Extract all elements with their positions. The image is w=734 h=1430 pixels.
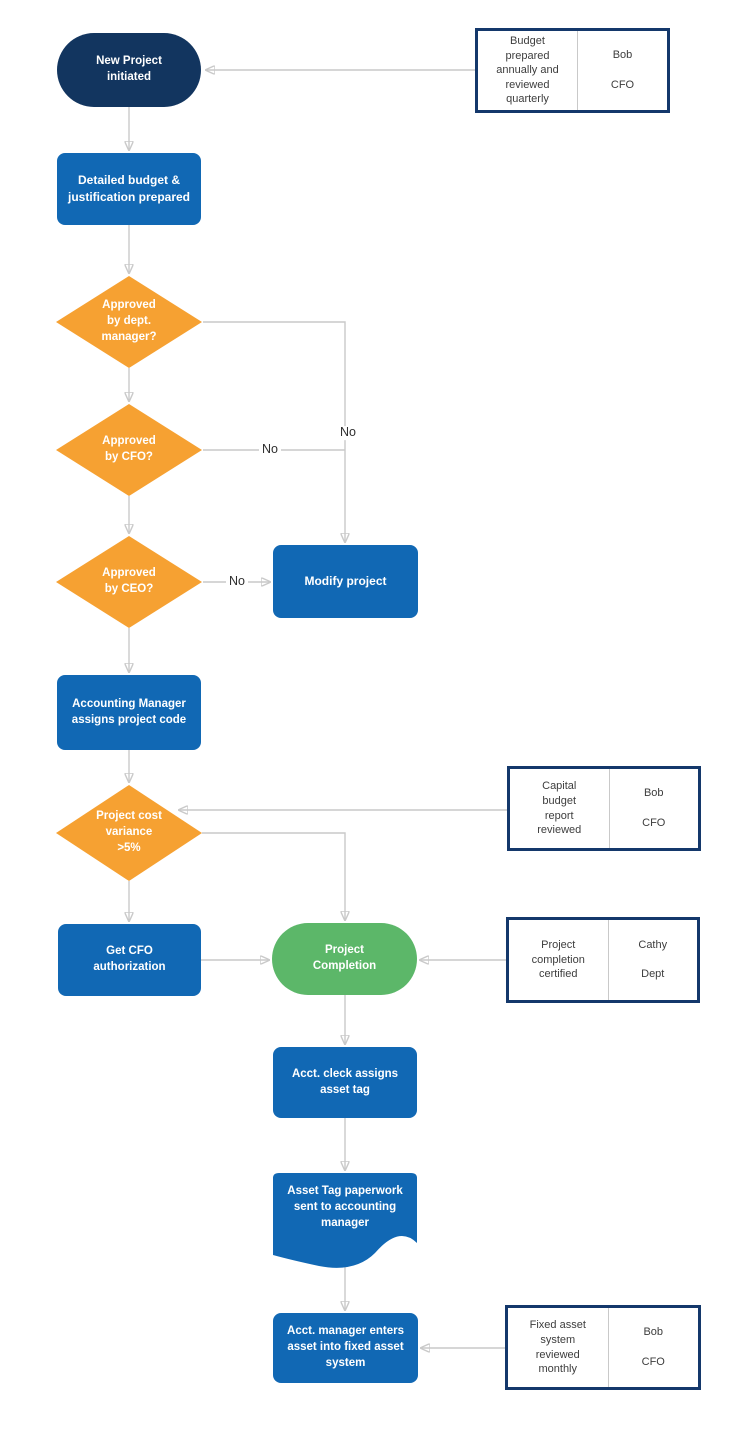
annotation-description: Fixed asset system reviewed monthly [508, 1308, 609, 1387]
annotation-person-role: CFO [642, 816, 666, 829]
node-approved-by-dept-manager: Approved by dept. manager? [56, 276, 202, 368]
annotation-person-role: Dept [641, 968, 665, 980]
annotation-description: Budget prepared annually and reviewed qu… [478, 31, 578, 110]
annotation-person-name: Bob [612, 49, 633, 62]
document-label: Asset Tag paperwork sent to accounting m… [287, 1185, 403, 1229]
annotation-capital-budget-report: Capital budget report reviewed Bob CFO [507, 766, 701, 851]
annotation-owner: Cathy Dept [609, 920, 698, 1000]
annotation-description: Project completion certified [509, 920, 609, 1000]
annotation-project-completion-certified: Project completion certified Cathy Dept [506, 917, 700, 1003]
node-modify-project: Modify project [273, 545, 418, 618]
annotation-owner: Bob CFO [610, 769, 699, 848]
annotation-person-role: CFO [641, 1355, 665, 1368]
annotation-person-name: Bob [643, 1326, 664, 1339]
node-asset-tag-paperwork-document: Asset Tag paperwork sent to accounting m… [273, 1173, 417, 1268]
node-approved-by-ceo: Approved by CEO? [56, 536, 202, 628]
annotation-fixed-asset-system: Fixed asset system reviewed monthly Bob … [505, 1305, 701, 1390]
node-project-completion: Project Completion [272, 923, 417, 995]
node-detailed-budget: Detailed budget & justification prepared [57, 153, 201, 225]
annotation-budget-prepared: Budget prepared annually and reviewed qu… [475, 28, 670, 113]
node-new-project-initiated: New Project initiated [57, 33, 201, 107]
annotation-person-name: Bob [643, 787, 664, 800]
node-acct-manager-enters-asset: Acct. manager enters asset into fixed as… [273, 1313, 418, 1383]
node-project-cost-variance: Project cost variance >5% [56, 785, 202, 881]
node-approved-by-cfo: Approved by CFO? [56, 404, 202, 496]
edge-approved-dept-no-to-modify-project [203, 321, 345, 542]
edge-label-no-ceo: No [226, 574, 248, 589]
annotation-description: Capital budget report reviewed [510, 769, 610, 848]
edge-label-no-dept: No [337, 425, 359, 440]
node-acct-clerk-assigns-asset-tag: Acct. cleck assigns asset tag [273, 1047, 417, 1118]
edge-cost-variance-to-project-completion [202, 832, 345, 920]
edge-label-no-cfo: No [259, 442, 281, 457]
annotation-person-name: Cathy [638, 938, 668, 951]
annotation-owner: Bob CFO [609, 1308, 699, 1387]
document-shape [273, 1173, 417, 1268]
node-accounting-manager-assigns-code: Accounting Manager assigns project code [57, 675, 201, 750]
node-get-cfo-authorization: Get CFO authorization [58, 924, 201, 996]
annotation-owner: Bob CFO [578, 31, 667, 110]
annotation-person-role: CFO [610, 78, 635, 91]
